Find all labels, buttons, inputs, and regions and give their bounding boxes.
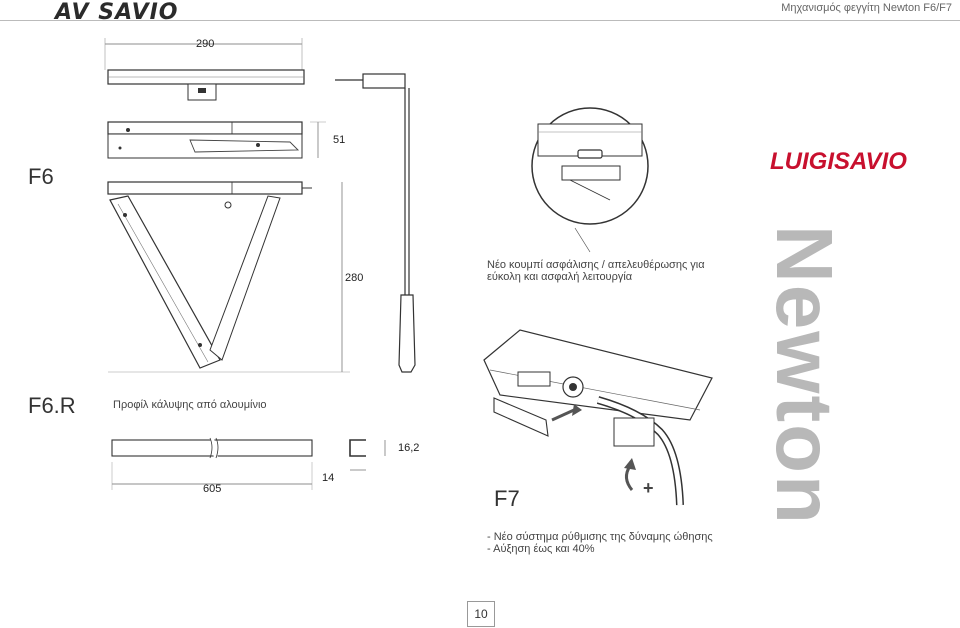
lock-note-line2: εύκολη και ασφαλή λειτουργία [487, 271, 633, 283]
profile-depth-dimension: 14 [322, 472, 335, 484]
header-title: Μηχανισμός φεγγίτη Newton F6/F7 [781, 2, 952, 14]
page-number: 10 [467, 601, 495, 627]
plus-sign: + [643, 478, 654, 498]
model-f7-label: F7 [494, 486, 520, 511]
logo: AV SAVIO [55, 0, 179, 25]
newton-watermark: Newton [760, 225, 849, 526]
f7-note-line2: - Αύξηση έως και 40% [487, 543, 595, 555]
f7-note-line1: - Νέο σύστημα ρύθμισης της δύναμης ώθηση… [487, 531, 713, 543]
open-height-dimension: 280 [345, 272, 364, 284]
profile-caption: Προφίλ κάλυψης από αλουμίνιο [113, 399, 267, 411]
width-dimension: 290 [196, 38, 215, 50]
model-f6-label: F6 [28, 164, 54, 189]
header-rule [0, 20, 960, 21]
profile-height-dimension: 16,2 [398, 442, 420, 454]
profile-length-dimension: 605 [203, 483, 222, 495]
lock-note-line1: Νέο κουμπί ασφάλισης / απελευθέρωσης για [487, 259, 705, 271]
luigi-savio-logo: LUIGISAVIO [770, 148, 907, 175]
model-f6r-label: F6.R [28, 393, 76, 418]
closed-height-dimension: 51 [333, 134, 346, 146]
